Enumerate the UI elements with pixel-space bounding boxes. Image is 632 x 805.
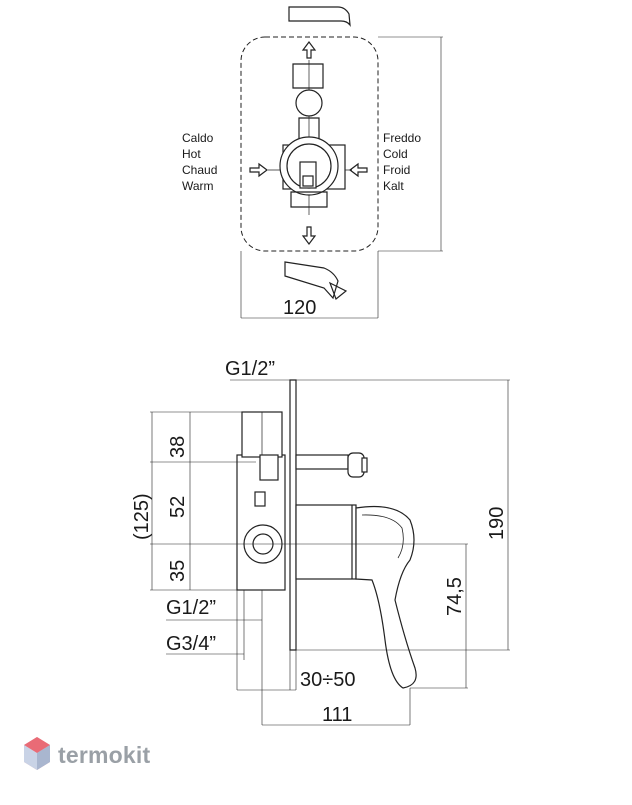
dim-111-label: 111 [322,704,352,726]
cartridge-body [295,504,357,580]
dim-74-5-label: 74,5 [444,577,466,616]
dim-35-label: 35 [167,560,189,582]
cold-label-it: Freddo [383,131,421,145]
shower-face [328,281,348,300]
arrow-left-icon [349,162,368,178]
hot-labels: Caldo Hot Chaud Warm [182,131,217,193]
cold-label-de: Kalt [383,179,404,193]
hot-label-de: Warm [182,179,214,193]
watermark-text: termokit [58,742,150,768]
dim-38-label: 38 [167,436,189,458]
inlet-top-label: G1/2” [225,358,275,380]
lower-body [290,191,328,208]
diverter-collar [259,454,279,481]
handle-stub-inner [302,175,314,187]
outlet-g34-label: G3/4” [166,633,216,655]
lever-handle [355,505,417,689]
front-view [240,6,443,319]
hexagon-logo-icon [24,737,50,770]
diverter-stem [295,454,349,470]
upper-stem [292,63,324,89]
dim-120-label: 120 [283,297,316,319]
side-small-detail [254,491,266,507]
cover-plate-outline [240,36,379,252]
side-view [150,379,510,726]
hot-label-en: Hot [182,147,201,161]
outlet-g12-label: G1/2” [166,597,216,619]
top-spout-icon [288,6,351,28]
dim-190-label: 190 [486,507,508,540]
cold-label-en: Cold [383,147,408,161]
dim-30-50-label: 30÷50 [300,669,355,691]
side-cover-plate [289,379,297,651]
watermark: termokit [24,737,150,770]
arrow-down-icon [301,226,317,245]
handle-stub [299,161,317,189]
arrow-up-icon [301,41,317,59]
hot-label-it: Caldo [182,131,214,145]
bottom-shower-icon [284,261,339,300]
cold-labels: Freddo Cold Froid Kalt [383,131,421,193]
diverter-knob-end [361,457,368,473]
hot-label-fr: Chaud [182,163,217,177]
dim-125-label: (125) [131,493,153,540]
dim-52-label: 52 [167,496,189,518]
upper-knob [295,89,323,117]
lever-inner [361,514,404,559]
cold-label-fr: Froid [383,163,410,177]
arrow-right-icon [249,162,268,178]
